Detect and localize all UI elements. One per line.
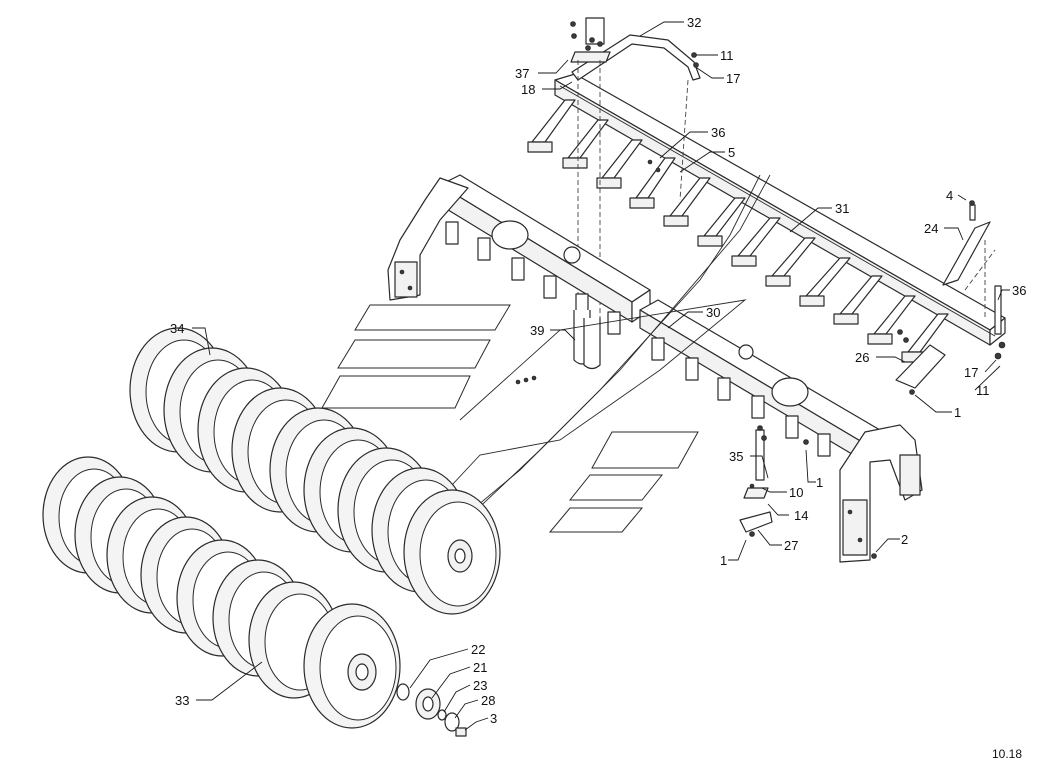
middle-small-parts (739, 425, 809, 537)
page-reference: 10.18 (992, 747, 1022, 761)
second-frame-hangers (651, 337, 831, 457)
callout-4: 4 (946, 188, 953, 203)
callout-23: 23 (473, 678, 487, 693)
ghost-plates-right (548, 431, 699, 533)
callout-26: 26 (855, 350, 869, 365)
hub-assembly-parts (396, 683, 467, 737)
callout-27: 27 (784, 538, 798, 553)
callout-1-right: 1 (954, 405, 961, 420)
callout-11: 11 (720, 48, 734, 63)
right-small-parts (895, 200, 1006, 395)
callout-17-right: 17 (964, 365, 978, 380)
callout-32: 32 (687, 15, 701, 30)
callout-21: 21 (473, 660, 487, 675)
callout-17: 17 (726, 71, 740, 86)
callout-36: 36 (711, 125, 725, 140)
callout-10: 10 (789, 485, 803, 500)
left-end-bracket (387, 177, 469, 301)
callout-30: 30 (706, 305, 720, 320)
callout-11-right: 11 (976, 383, 990, 398)
callout-1-lower: 1 (720, 553, 727, 568)
callout-35: 35 (729, 449, 743, 464)
disc-gang-upper (129, 327, 501, 615)
callout-36-right: 36 (1012, 283, 1026, 298)
callout-labels: 32 11 37 17 18 36 5 31 4 24 36 34 30 39 … (170, 15, 1026, 726)
frame-bolts (515, 159, 877, 559)
callout-24: 24 (924, 221, 938, 236)
callout-39: 39 (530, 323, 544, 338)
callout-33: 33 (175, 693, 189, 708)
handle-bolts (570, 21, 699, 68)
callout-37: 37 (515, 66, 529, 81)
callout-22: 22 (471, 642, 485, 657)
callout-34: 34 (170, 321, 184, 336)
callout-28: 28 (481, 693, 495, 708)
callout-leaders (192, 21, 1010, 731)
callout-31: 31 (835, 201, 849, 216)
disc-gang-lower (42, 456, 401, 729)
u-bolt (573, 310, 601, 370)
callout-3: 3 (490, 711, 497, 726)
top-handle-bar (570, 17, 701, 81)
main-frame-tube (439, 174, 651, 323)
callout-2: 2 (901, 532, 908, 547)
callout-5: 5 (728, 145, 735, 160)
callout-1-middle: 1 (816, 475, 823, 490)
ghost-plates-left (321, 304, 511, 409)
callout-18: 18 (521, 82, 535, 97)
callout-14: 14 (794, 508, 808, 523)
right-end-bracket (839, 424, 923, 563)
